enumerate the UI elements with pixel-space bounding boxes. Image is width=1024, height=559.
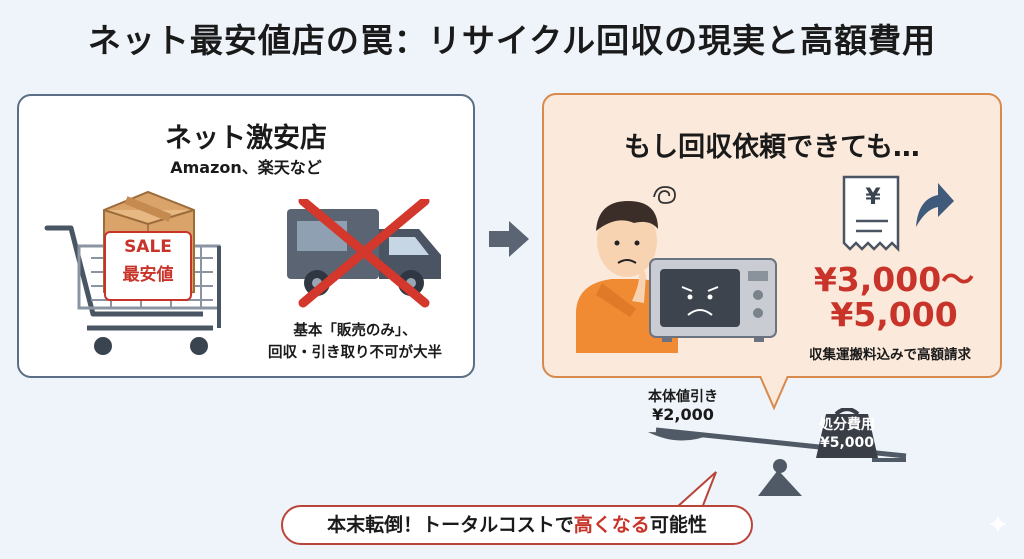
yen-symbol: ¥: [865, 185, 881, 210]
page-title: ネット最安値店の罠：リサイクル回収の現実と高額費用: [87, 21, 937, 60]
discount-label-text: 本体値引き: [648, 389, 718, 405]
weight-icon: [816, 408, 878, 458]
disposal-cost-label: 処分費用 ¥5,000: [814, 416, 880, 452]
left-panel-subheading: Amazon、楽天など: [170, 158, 322, 177]
conclusion-text-2: 可能性: [649, 514, 707, 536]
crossed-out-truck-icon: [287, 199, 441, 308]
conclusion-bubble: 本末転倒！トータルコストで高くなる可能性: [281, 505, 753, 545]
right-arrow-icon: [489, 221, 529, 257]
left-panel-heading: ネット激安店: [165, 123, 327, 154]
sale-badge: SALE 最安値: [104, 231, 192, 301]
disposal-cost-amount: ¥5,000: [819, 435, 875, 451]
lowest-price-label: 最安値: [122, 265, 174, 285]
note-line-2: 回収・引き取り不可が大半: [268, 345, 442, 361]
price-range-line-2: ¥5,000: [830, 295, 958, 334]
price-range-line-1: ¥3,000〜: [813, 260, 975, 299]
receipt-icon: [842, 175, 900, 253]
confusion-scribble-icon: [653, 186, 676, 204]
panel-pointer: [760, 376, 788, 410]
collection-request-panel: もし回収依頼できても… ¥ ¥3,000〜 ¥5,000 収集運搬料: [542, 93, 1002, 378]
discount-label: 本体値引き ¥2,000: [638, 388, 728, 424]
sad-microwave-icon: [649, 258, 777, 342]
note-line-1: 基本「販売のみ」、: [293, 323, 417, 339]
sparkle-icon: [988, 514, 1008, 534]
conclusion-text-1: 本末転倒！トータルコストで: [327, 514, 574, 536]
price-up-arrow-icon: [916, 183, 954, 227]
right-panel-heading: もし回収依頼できても…: [624, 132, 920, 163]
conclusion-highlight: 高くなる: [573, 514, 650, 536]
price-note: 収集運搬料込みで高額請求: [809, 347, 971, 363]
bubble-tail: [676, 471, 717, 509]
disposal-cost-text: 処分費用: [819, 417, 875, 433]
online-discount-store-panel: ネット激安店 Amazon、楽天など SALE 最安値 基本「販売のみ」: [17, 94, 475, 378]
no-collection-note: 基本「販売のみ」、 回収・引き取り不可が大半: [245, 320, 465, 364]
sale-label: SALE: [124, 237, 172, 257]
discount-amount: ¥2,000: [652, 405, 714, 424]
